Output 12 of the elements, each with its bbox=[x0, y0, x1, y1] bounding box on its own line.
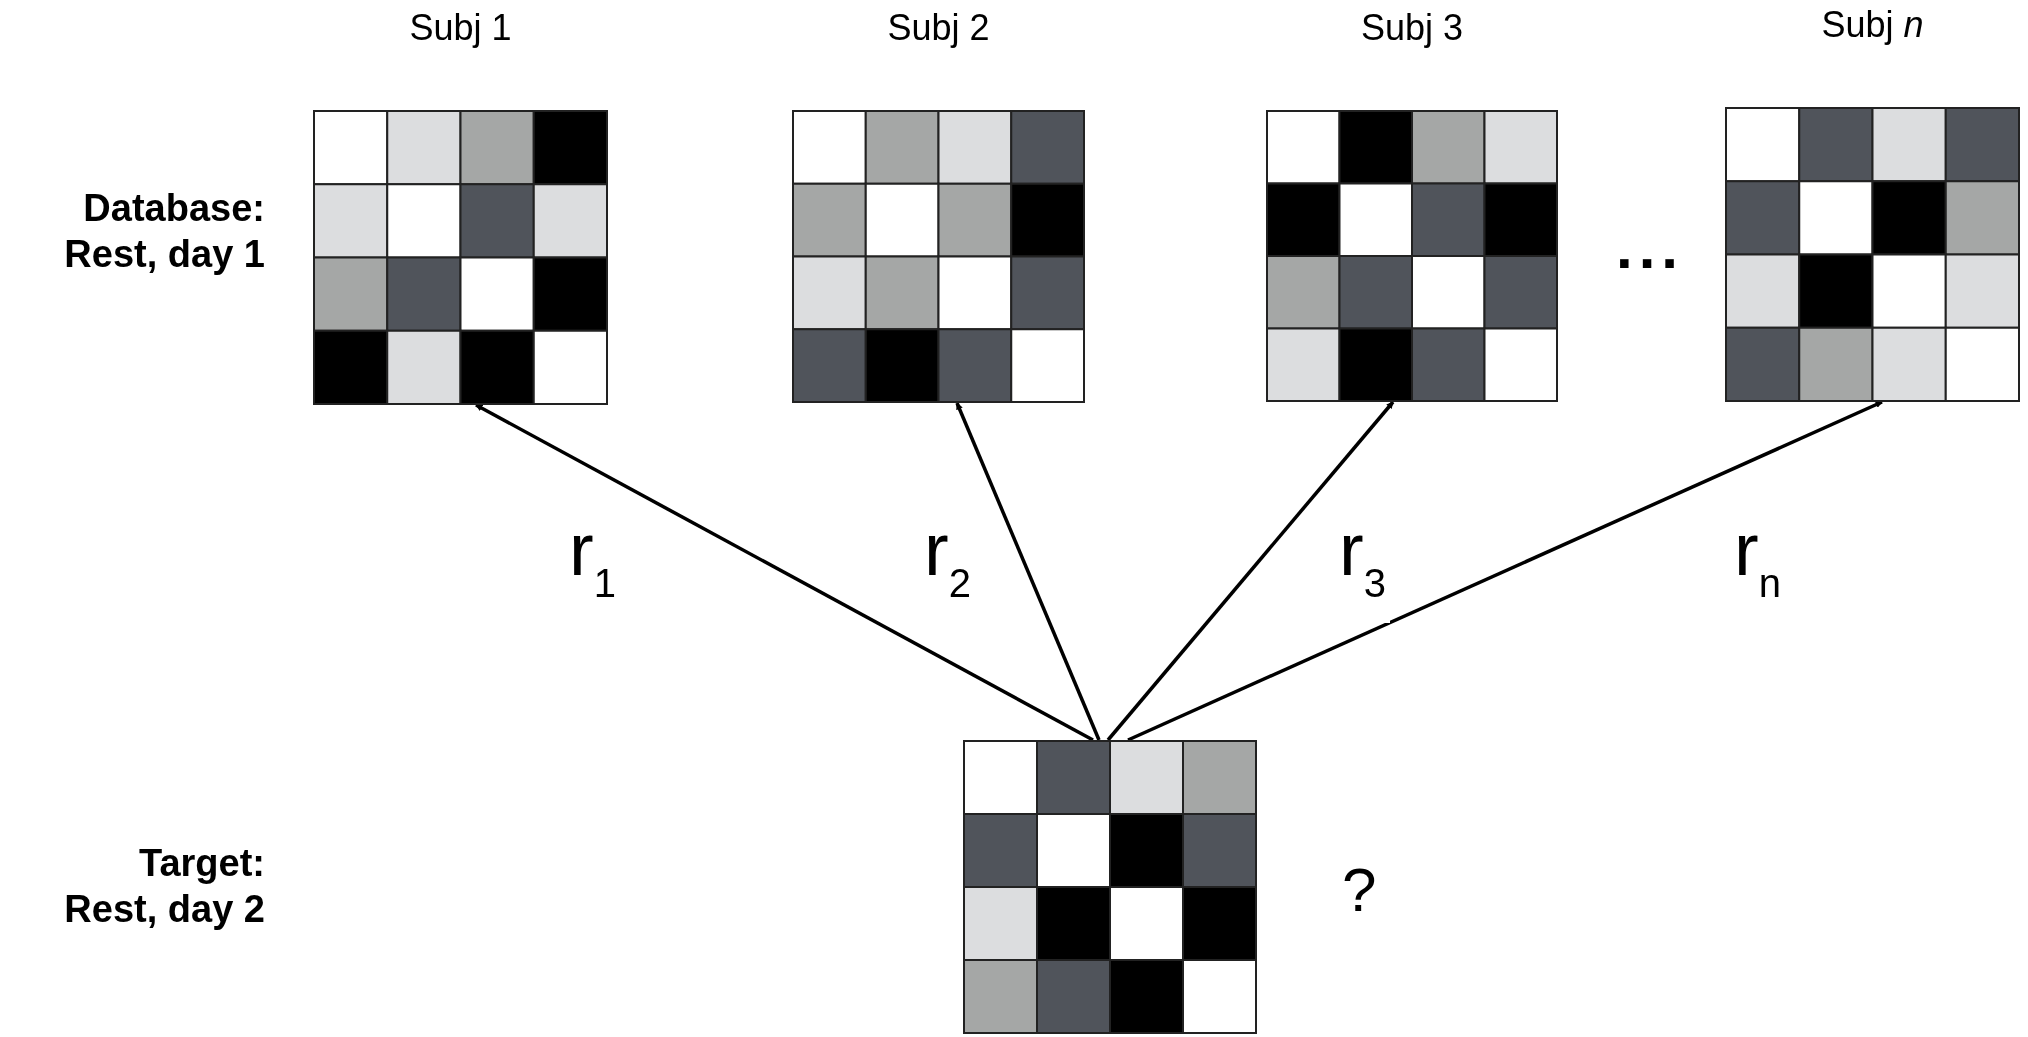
row-label: Target: Rest, day 2 bbox=[63, 841, 265, 932]
column-heading: Subj 2 bbox=[887, 6, 990, 50]
column-heading: Subj 3 bbox=[1360, 6, 1464, 50]
arrow bbox=[1127, 400, 1883, 742]
row-label: Database: Rest, day 1 bbox=[63, 186, 265, 277]
arrow bbox=[1106, 400, 1395, 742]
ellipsis: ... bbox=[1615, 225, 1685, 271]
question-mark: ? bbox=[1342, 855, 1377, 925]
column-heading: Subj n bbox=[1821, 3, 1924, 47]
arrow bbox=[475, 403, 1094, 742]
column-heading: Subj 1 bbox=[409, 6, 512, 50]
arrow bbox=[955, 402, 1101, 741]
